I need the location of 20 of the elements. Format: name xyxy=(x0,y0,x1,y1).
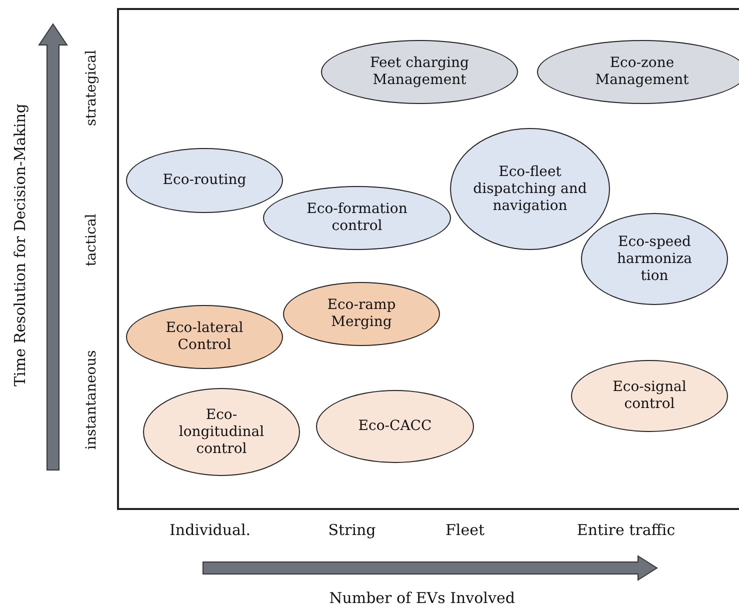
axis-label: strategical xyxy=(82,50,100,126)
ellipse-node: Eco-zone Management xyxy=(537,40,739,104)
axis-label: Fleet xyxy=(446,520,484,541)
ellipse-node: Eco-routing xyxy=(126,148,283,213)
axis-label: Entire traffic xyxy=(576,520,676,541)
axis-label: instantaneous xyxy=(82,350,100,450)
ellipse-node: Eco-fleet dispatching and navigation xyxy=(450,128,610,250)
axis-label: tactical xyxy=(82,214,100,266)
ellipse-node: Eco- longitudinal control xyxy=(143,388,300,476)
ellipse-node: Eco-speed harmoniza tion xyxy=(581,213,728,305)
ellipse-node: Eco-signal control xyxy=(571,360,728,432)
ellipse-node: Eco-ramp Merging xyxy=(283,282,440,346)
axis-label: Number of EVs Involved xyxy=(329,588,515,609)
axis-label: String xyxy=(328,520,376,541)
ellipse-node: Eco-lateral Control xyxy=(126,305,283,369)
ellipse-node: Eco-formation control xyxy=(263,186,451,250)
axis-label: Individual. xyxy=(169,520,251,541)
ellipse-node: Eco-CACC xyxy=(316,390,474,463)
axis-label: Time Resolution for Decision-Making xyxy=(10,104,30,386)
ellipse-node: Feet charging Management xyxy=(321,40,518,104)
